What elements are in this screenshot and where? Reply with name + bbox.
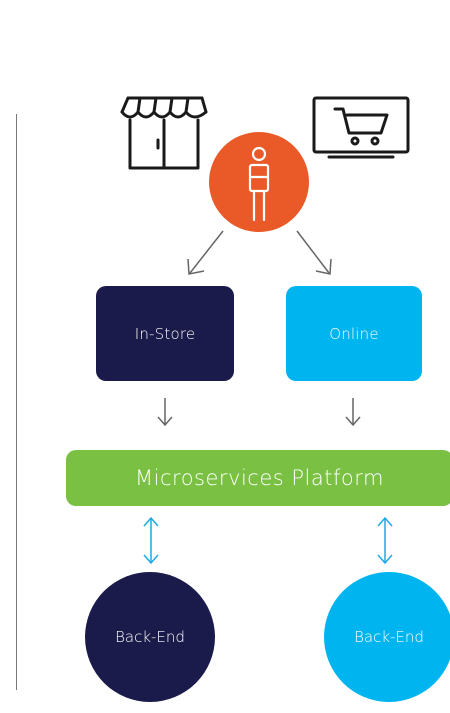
platform-label: Microservices Platform	[135, 466, 384, 490]
in-store-box: In-Store	[96, 286, 234, 381]
left-divider-line	[16, 114, 17, 690]
backend-circle-left: Back-End	[85, 572, 215, 702]
store-icon	[118, 92, 210, 172]
arrow-person-to-instore	[187, 230, 224, 275]
person-icon	[207, 132, 311, 232]
arrow-instore-to-platform	[157, 398, 173, 427]
shopping-cart-monitor-icon	[311, 95, 411, 161]
in-store-label: In-Store	[134, 324, 196, 343]
arrow-online-to-platform	[345, 398, 361, 427]
double-arrow-platform-backend-left	[143, 516, 159, 565]
backend-left-label: Back-End	[115, 628, 185, 646]
arrow-person-to-online	[296, 230, 332, 275]
microservices-platform-bar: Microservices Platform	[66, 450, 450, 506]
online-label: Online	[329, 324, 379, 343]
backend-right-label: Back-End	[354, 628, 424, 646]
backend-circle-right: Back-End	[324, 572, 450, 702]
online-box: Online	[286, 286, 422, 381]
double-arrow-platform-backend-right	[377, 516, 393, 565]
person-circle-bg	[209, 132, 309, 232]
